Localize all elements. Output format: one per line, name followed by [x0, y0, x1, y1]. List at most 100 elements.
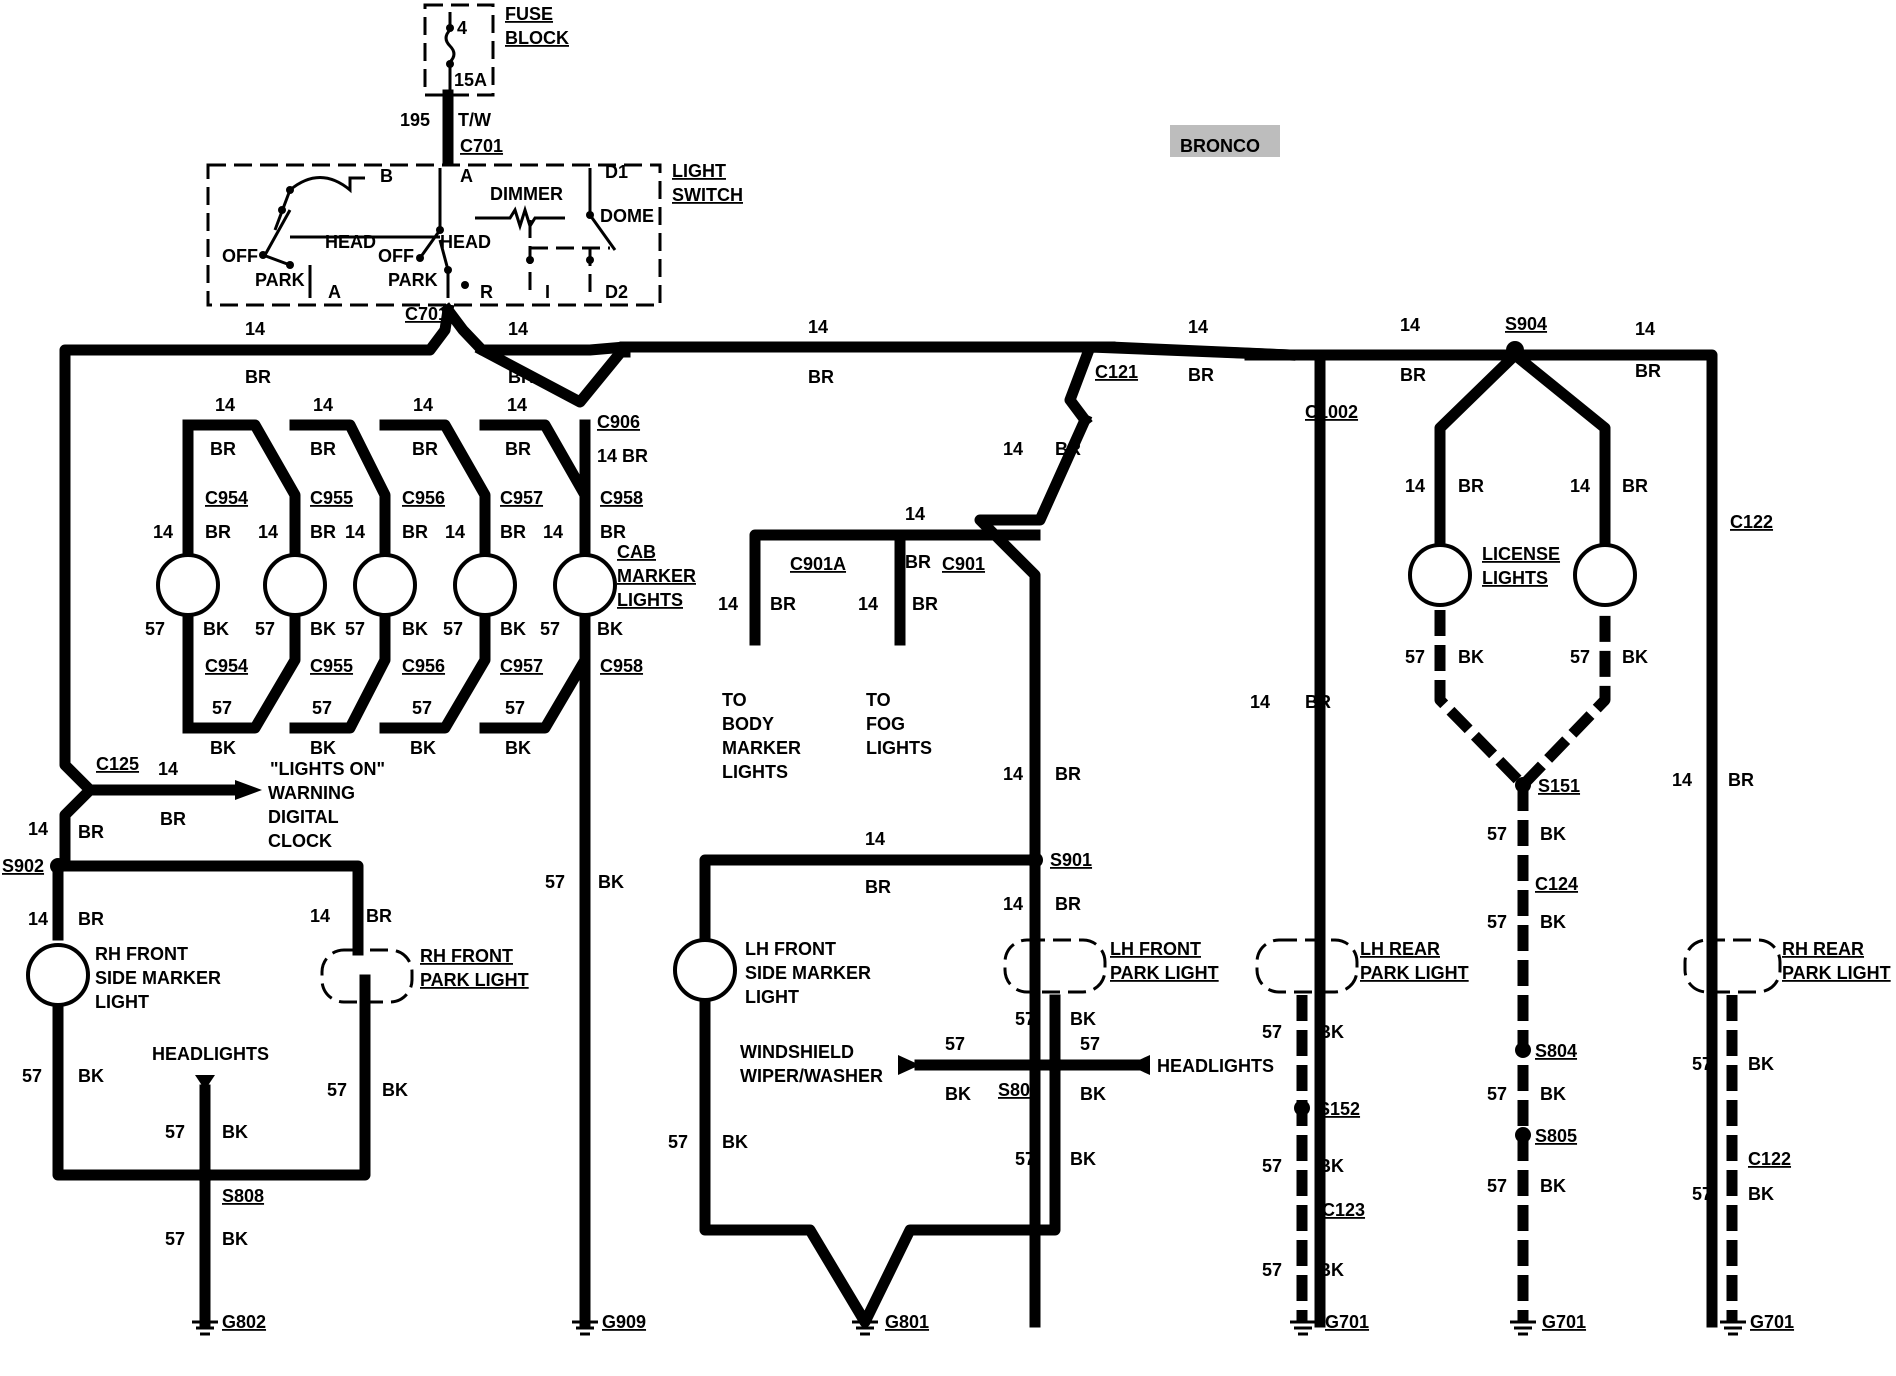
svg-text:LH REAR: LH REAR	[1360, 939, 1440, 959]
svg-text:BR: BR	[1188, 365, 1214, 385]
svg-text:57: 57	[1405, 647, 1425, 667]
svg-text:BK: BK	[1748, 1054, 1774, 1074]
svg-text:57: 57	[668, 1132, 688, 1152]
svg-text:MARKER: MARKER	[617, 566, 696, 586]
svg-text:LICENSE: LICENSE	[1482, 544, 1560, 564]
svg-text:LH FRONT: LH FRONT	[1110, 939, 1201, 959]
svg-text:BR: BR	[770, 594, 796, 614]
svg-text:C958: C958	[600, 488, 643, 508]
svg-text:"LIGHTS ON": "LIGHTS ON"	[270, 759, 385, 779]
svg-text:C955: C955	[310, 488, 353, 508]
svg-text:BRONCO: BRONCO	[1180, 136, 1260, 156]
svg-text:BODY: BODY	[722, 714, 774, 734]
svg-text:57: 57	[145, 619, 165, 639]
svg-text:DOME: DOME	[600, 206, 654, 226]
svg-text:HEAD: HEAD	[440, 232, 491, 252]
svg-text:14: 14	[808, 317, 828, 337]
svg-text:C956: C956	[402, 488, 445, 508]
svg-text:BR: BR	[1728, 770, 1754, 790]
svg-text:BR: BR	[500, 522, 526, 542]
svg-text:MARKER: MARKER	[722, 738, 801, 758]
svg-text:BR: BR	[508, 367, 534, 387]
svg-text:14: 14	[1635, 319, 1655, 339]
svg-text:D2: D2	[605, 282, 628, 302]
svg-text:14: 14	[1570, 476, 1590, 496]
svg-text:BR: BR	[1305, 692, 1331, 712]
svg-text:14: 14	[508, 319, 528, 339]
svg-text:14: 14	[158, 759, 178, 779]
svg-text:C125: C125	[96, 754, 139, 774]
svg-text:BR: BR	[808, 367, 834, 387]
svg-text:BR: BR	[78, 822, 104, 842]
svg-text:HEADLIGHTS: HEADLIGHTS	[152, 1044, 269, 1064]
svg-text:PARK LIGHT: PARK LIGHT	[1782, 963, 1891, 983]
svg-text:S901: S901	[1050, 850, 1092, 870]
svg-text:LIGHTS: LIGHTS	[617, 590, 683, 610]
svg-text:S805: S805	[1535, 1126, 1577, 1146]
svg-text:DIGITAL: DIGITAL	[268, 807, 339, 827]
svg-text:DIMMER: DIMMER	[490, 184, 563, 204]
svg-text:S902: S902	[2, 856, 44, 876]
svg-text:57: 57	[443, 619, 463, 639]
svg-text:BK: BK	[1318, 1260, 1344, 1280]
svg-text:14: 14	[153, 522, 173, 542]
svg-text:SIDE MARKER: SIDE MARKER	[95, 968, 221, 988]
svg-text:57: 57	[1692, 1184, 1712, 1204]
svg-text:BK: BK	[1540, 1176, 1566, 1196]
svg-text:TO: TO	[866, 690, 891, 710]
svg-text:HEAD: HEAD	[325, 232, 376, 252]
svg-text:BK: BK	[402, 619, 428, 639]
svg-text:C701: C701	[405, 304, 448, 324]
svg-text:C122: C122	[1748, 1149, 1791, 1169]
svg-text:PARK LIGHT: PARK LIGHT	[1360, 963, 1469, 983]
svg-text:WIPER/WASHER: WIPER/WASHER	[740, 1066, 883, 1086]
svg-text:BR: BR	[78, 909, 104, 929]
svg-text:C954: C954	[205, 656, 248, 676]
svg-text:C124: C124	[1535, 874, 1578, 894]
svg-text:14: 14	[858, 594, 878, 614]
svg-text:57: 57	[1570, 647, 1590, 667]
svg-text:G701: G701	[1542, 1312, 1586, 1332]
svg-text:A: A	[328, 282, 341, 302]
svg-text:PARK LIGHT: PARK LIGHT	[420, 970, 529, 990]
svg-text:BK: BK	[203, 619, 229, 639]
svg-text:57: 57	[1262, 1156, 1282, 1176]
svg-text:S808: S808	[222, 1186, 264, 1206]
svg-text:14: 14	[1400, 315, 1420, 335]
svg-text:57: 57	[312, 698, 332, 718]
svg-text:BK: BK	[1540, 1084, 1566, 1104]
svg-text:57: 57	[255, 619, 275, 639]
svg-text:BR: BR	[366, 906, 392, 926]
svg-text:57: 57	[1487, 1176, 1507, 1196]
svg-text:57: 57	[540, 619, 560, 639]
svg-text:C121: C121	[1095, 362, 1138, 382]
svg-text:A: A	[460, 166, 473, 186]
svg-text:BR: BR	[600, 522, 626, 542]
svg-text:I: I	[545, 282, 550, 302]
svg-text:PARK: PARK	[388, 270, 438, 290]
svg-text:BK: BK	[1458, 647, 1484, 667]
svg-text:C122: C122	[1730, 512, 1773, 532]
clock-arrow	[235, 780, 262, 800]
svg-text:BR: BR	[402, 522, 428, 542]
svg-text:FUSE: FUSE	[505, 4, 553, 24]
svg-text:BR: BR	[912, 594, 938, 614]
svg-text:14: 14	[245, 319, 265, 339]
svg-text:BK: BK	[210, 738, 236, 758]
svg-text:57: 57	[345, 619, 365, 639]
svg-text:14: 14	[258, 522, 278, 542]
svg-text:LIGHTS: LIGHTS	[722, 762, 788, 782]
svg-text:14: 14	[905, 504, 925, 524]
svg-text:CLOCK: CLOCK	[268, 831, 332, 851]
svg-text:BK: BK	[310, 738, 336, 758]
svg-text:BK: BK	[310, 619, 336, 639]
svg-text:BK: BK	[598, 872, 624, 892]
svg-text:G701: G701	[1325, 1312, 1369, 1332]
svg-text:BR: BR	[1055, 764, 1081, 784]
svg-text:BK: BK	[222, 1122, 248, 1142]
svg-text:BK: BK	[1748, 1184, 1774, 1204]
svg-text:57: 57	[412, 698, 432, 718]
svg-text:BR: BR	[1055, 894, 1081, 914]
